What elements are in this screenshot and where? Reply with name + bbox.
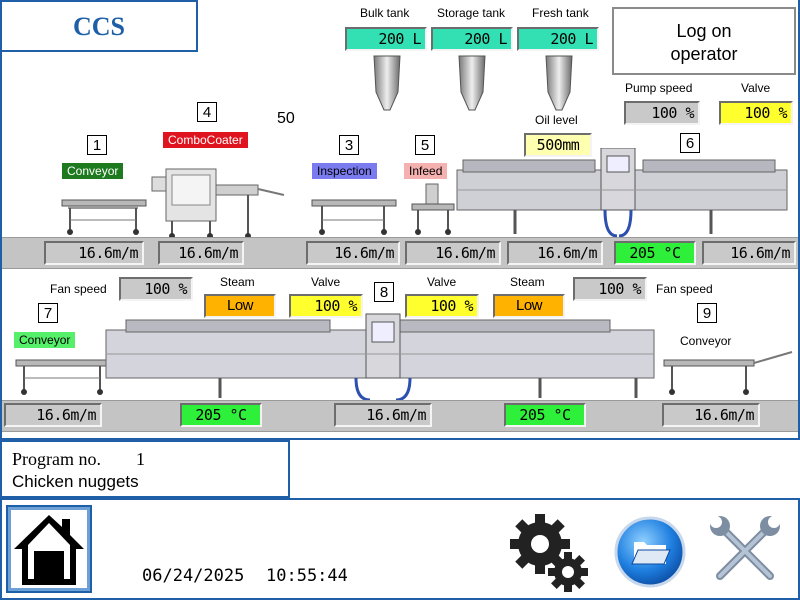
conveyor-9-machine [663,351,793,395]
fan-left-value[interactable]: 100 % [119,277,193,301]
station-number-8: 8 [374,282,394,302]
top-speed-6: 16.6m/m [702,241,796,265]
counter-value: 50 [277,110,295,127]
fresh-tank-label: Fresh tank [532,6,589,20]
top-temp: 205 °C [614,241,696,265]
steam-right-label: Steam [510,275,545,289]
station-tag-combocoater[interactable]: ComboCoater [163,132,248,148]
top-speed-4: 16.6m/m [405,241,501,265]
station-tag-conveyor-7[interactable]: Conveyor [14,332,76,348]
station-number-4: 4 [197,102,217,122]
steam-left-label: Steam [220,275,255,289]
top-speed-3: 16.6m/m [306,241,400,265]
station-number-7: 7 [38,303,58,323]
fryer-machine [456,148,788,238]
station-tag-infeed[interactable]: Infeed [404,163,448,179]
program-name: Chicken nuggets [12,472,139,491]
home-icon [11,510,87,588]
fresh-tank-value: 200 L [517,27,599,51]
bottom-temp-2: 205 °C [504,403,586,427]
fresh-tank-icon [545,55,573,111]
bulk-tank-icon [373,55,401,111]
log-on-label-line1: Log on [676,21,732,41]
home-button[interactable] [6,505,92,593]
bulk-tank-label: Bulk tank [360,6,410,20]
station-tag-conveyor-1[interactable]: Conveyor [62,163,124,179]
station-number-3: 3 [339,135,359,155]
footer-frame [0,498,800,600]
bulk-tank-value: 200 L [345,27,427,51]
valve-left-label: Valve [311,275,341,289]
footer-time: 10:55:44 [266,566,348,586]
log-on-button[interactable]: Log on operator [612,7,796,75]
station-number-9: 9 [697,303,717,323]
top-speed-1: 16.6m/m [44,241,144,265]
footer-date: 06/24/2025 [142,566,245,586]
storage-tank-label: Storage tank [437,6,506,20]
valve-top-value[interactable]: 100 % [719,101,793,125]
top-speed-2: 16.6m/m [158,241,244,265]
open-folder-button[interactable] [612,514,688,590]
oil-level-value: 500mm [524,133,592,157]
station-label-conveyor-9[interactable]: Conveyor [680,334,732,348]
app-title: CCS [72,12,125,41]
storage-tank-value: 200 L [431,27,513,51]
bottom-temp-1: 205 °C [180,403,262,427]
valve-right-label: Valve [427,275,457,289]
station-number-5: 5 [415,135,435,155]
infeed-machine [411,183,455,235]
station-number-6: 6 [680,133,700,153]
program-label: Program no. [12,449,101,469]
bottom-speed-3: 16.6m/m [662,403,760,427]
valve-right-value[interactable]: 100 % [405,294,479,318]
conveyor-1-machine [61,199,147,235]
combocoater-machine [151,168,285,239]
conveyor-7-machine [15,359,109,395]
oil-level-label: Oil level [535,113,578,127]
tank-cones [373,55,573,111]
storage-tank-icon [458,55,486,111]
steam-right-value[interactable]: Low [493,294,565,318]
gears-icon [510,514,588,592]
log-on-label-line2: operator [670,44,738,64]
tools-icon [710,516,780,580]
folder-icon [614,516,686,588]
valve-top-label: Valve [741,81,771,95]
tools-button[interactable] [706,514,786,590]
bottom-speed-1: 16.6m/m [4,403,102,427]
pump-speed-value[interactable]: 100 % [624,101,700,125]
fan-right-label: Fan speed [656,282,713,296]
oven-machine [105,313,655,402]
settings-button[interactable] [508,510,592,594]
pump-speed-label: Pump speed [625,81,693,95]
top-speed-5: 16.6m/m [507,241,603,265]
station-number-1: 1 [87,135,107,155]
program-frame [0,440,290,498]
program-number: 1 [136,449,145,469]
valve-left-value[interactable]: 100 % [289,294,363,318]
bottom-speed-2: 16.6m/m [334,403,432,427]
steam-left-value[interactable]: Low [204,294,276,318]
inspection-machine [311,199,397,235]
station-tag-inspection[interactable]: Inspection [312,163,377,179]
main-frame [0,0,800,440]
fan-right-value[interactable]: 100 % [573,277,647,301]
fan-left-label: Fan speed [50,282,107,296]
